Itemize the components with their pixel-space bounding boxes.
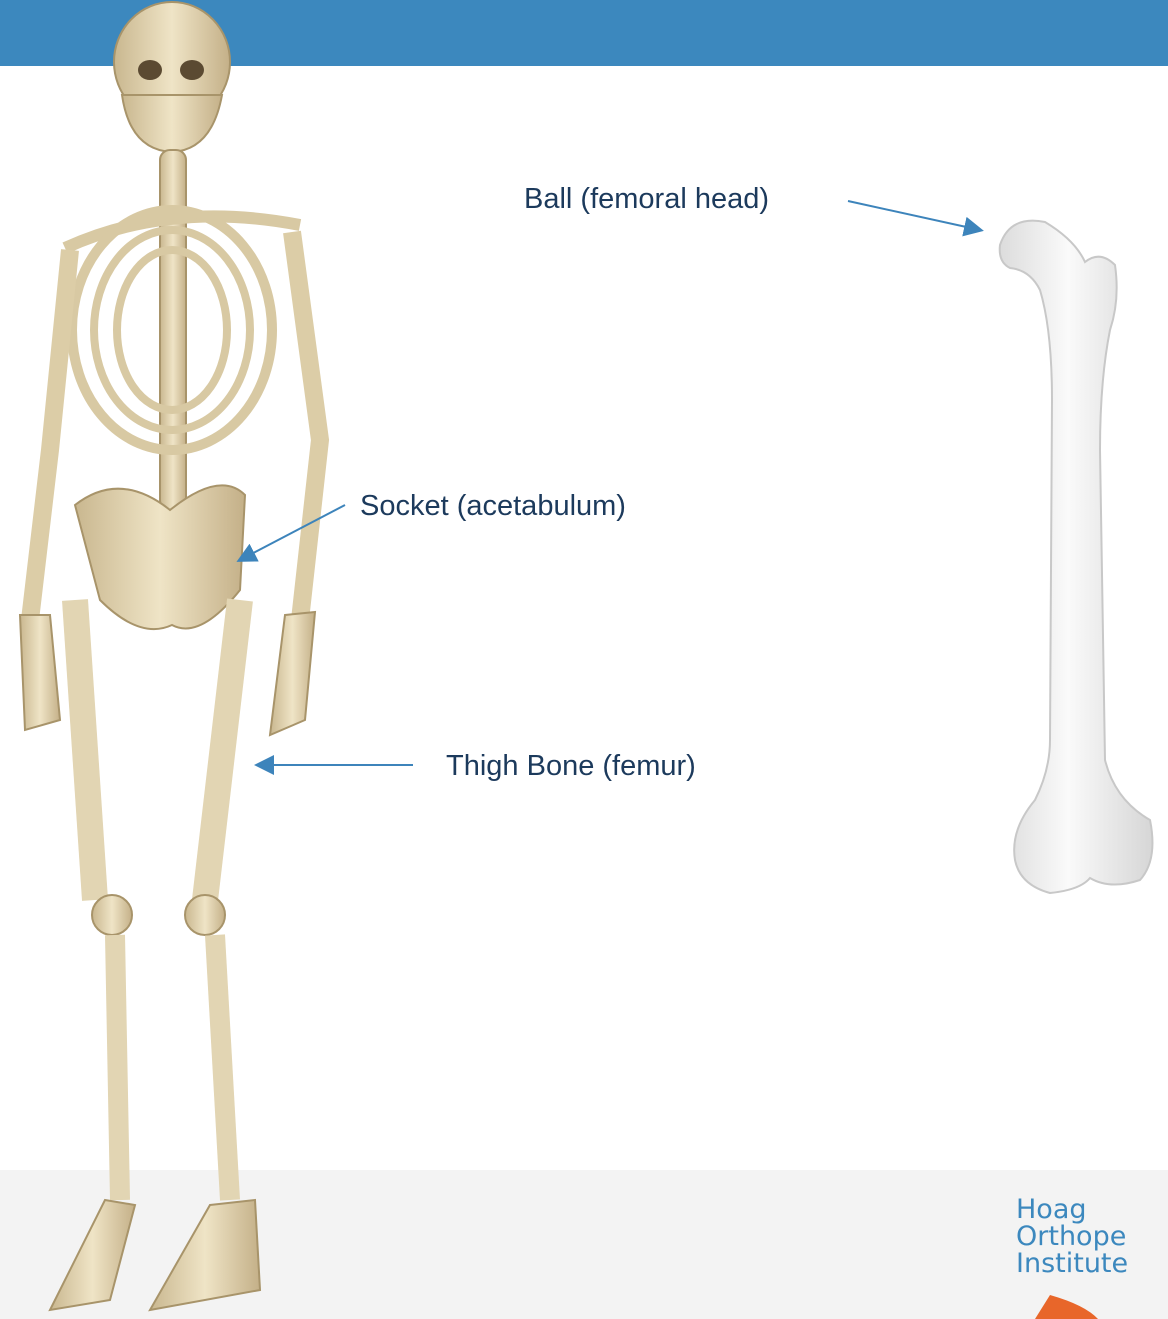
logo-line-3: Institute xyxy=(1016,1250,1128,1277)
skeleton-illustration xyxy=(20,2,320,1310)
label-acetabulum: Socket (acetabulum) xyxy=(360,490,626,523)
label-femoral-head: Ball (femoral head) xyxy=(524,183,769,216)
left-femur xyxy=(75,600,95,900)
right-hand xyxy=(270,612,315,735)
left-hand xyxy=(20,615,60,730)
right-arm xyxy=(292,232,320,620)
logo-line-1: Hoag xyxy=(1016,1196,1128,1223)
spine xyxy=(160,150,186,510)
arrow-acetabulum xyxy=(240,505,345,560)
right-foot xyxy=(150,1200,260,1310)
left-arm xyxy=(30,250,70,620)
femur-model xyxy=(1000,221,1153,893)
right-femur xyxy=(205,600,240,900)
callout-arrows xyxy=(240,201,980,765)
hoag-logo: Hoag Orthope Institute xyxy=(1016,1196,1128,1277)
logo-accent-icon xyxy=(1035,1295,1098,1319)
label-femur: Thigh Bone (femur) xyxy=(446,750,696,783)
right-tibia xyxy=(215,935,230,1200)
arrow-femoral-head xyxy=(848,201,980,230)
left-foot xyxy=(50,1200,135,1310)
left-tibia xyxy=(115,935,120,1200)
pelvis xyxy=(75,485,245,629)
logo-line-2: Orthope xyxy=(1016,1223,1128,1250)
jaw xyxy=(122,95,222,152)
